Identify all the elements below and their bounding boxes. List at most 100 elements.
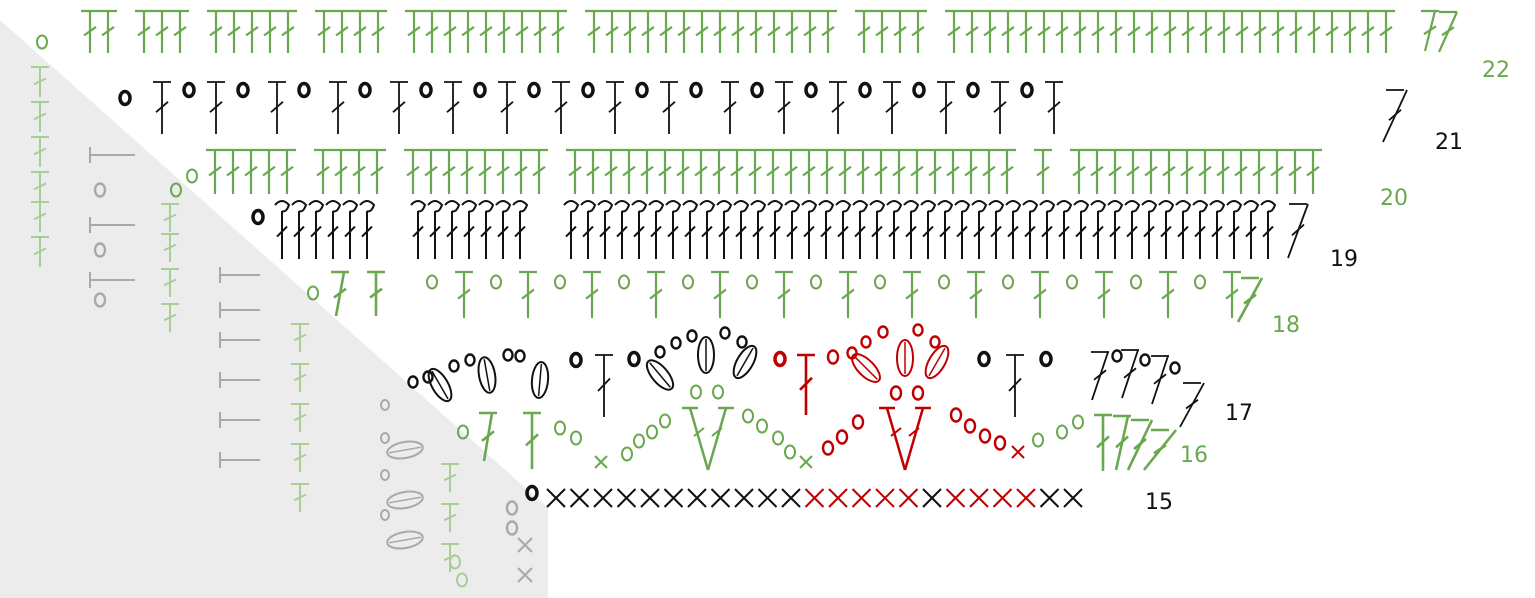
double-crochet-symbol: [1377, 11, 1395, 53]
double-crochet-symbol: [390, 82, 408, 134]
chain-symbol: [466, 355, 475, 366]
double-crochet-symbol: [903, 272, 921, 318]
double-crochet-symbol: [1034, 150, 1052, 194]
front-post-double-crochet-symbol: [1159, 201, 1173, 259]
double-crochet-symbol: [583, 272, 601, 318]
double-crochet-symbol: [1232, 150, 1250, 194]
front-post-double-crochet-symbol: [1074, 201, 1088, 259]
row-number-17: 17: [1225, 401, 1253, 426]
chain-symbol: [409, 377, 418, 388]
front-post-double-crochet-symbol: [666, 201, 680, 259]
chain-symbol: [1131, 276, 1141, 289]
row-20: [171, 150, 1322, 197]
single-crochet-symbol: [1017, 489, 1035, 507]
double-crochet-symbol: [1144, 430, 1176, 470]
chain-symbol: [583, 84, 593, 97]
front-post-double-crochet-symbol: [1244, 201, 1258, 259]
double-crochet-symbol: [855, 11, 873, 53]
double-crochet-symbol: [459, 11, 477, 53]
chain-symbol: [965, 420, 975, 433]
chain-symbol: [360, 84, 370, 97]
double-crochet-symbol: [329, 82, 347, 134]
puff-stitch-symbol: [848, 350, 885, 387]
double-crochet-symbol: [1161, 11, 1179, 53]
single-crochet-symbol: [665, 489, 683, 507]
double-crochet-symbol: [937, 82, 955, 134]
chain-symbol: [713, 386, 723, 399]
chain-symbol: [1022, 84, 1032, 97]
front-post-double-crochet-symbol: [921, 201, 935, 259]
single-crochet-symbol: [759, 489, 777, 507]
chain-symbol: [721, 328, 730, 339]
double-crochet-symbol: [980, 150, 998, 194]
double-crochet-symbol: [495, 11, 513, 53]
double-crochet-symbol: [1107, 11, 1125, 53]
chain-symbol: [555, 422, 565, 435]
double-crochet-symbol: [783, 11, 801, 53]
double-crochet-symbol: [1180, 383, 1204, 427]
chain-symbol: [773, 432, 783, 445]
single-crochet-symbol: [1012, 446, 1024, 458]
double-crochet-symbol: [207, 82, 225, 134]
double-crochet-symbol: [513, 11, 531, 53]
row-number-19: 19: [1330, 247, 1358, 272]
double-crochet-symbol: [476, 150, 494, 194]
double-crochet-symbol: [656, 150, 674, 194]
double-crochet-symbol: [819, 11, 837, 53]
chain-symbol: [37, 36, 47, 49]
single-crochet-symbol: [806, 489, 824, 507]
front-post-double-crochet-symbol: [1057, 201, 1071, 259]
double-crochet-symbol: [441, 11, 459, 53]
row-17: [409, 325, 1205, 428]
front-post-double-crochet-symbol: [768, 201, 782, 259]
double-crochet-symbol: [1251, 11, 1269, 53]
chain-symbol: [951, 409, 961, 422]
double-crochet-symbol: [243, 11, 261, 53]
front-post-double-crochet-symbol: [785, 201, 799, 259]
chain-symbol: [914, 84, 924, 97]
row-number-21: 21: [1435, 130, 1463, 155]
double-crochet-symbol: [1304, 150, 1322, 194]
double-crochet-symbol: [595, 355, 613, 417]
front-post-double-crochet-symbol: [1091, 201, 1105, 259]
double-crochet-symbol: [584, 150, 602, 194]
double-crochet-symbol: [693, 11, 711, 53]
chain-symbol: [1041, 353, 1051, 366]
chain-symbol: [1003, 276, 1013, 289]
double-crochet-symbol: [1091, 352, 1109, 400]
double-crochet-symbol: [692, 150, 710, 194]
chain-symbol: [743, 410, 753, 423]
chain-symbol: [757, 420, 767, 433]
single-crochet-symbol: [923, 489, 941, 507]
double-crochet-symbol: [1223, 272, 1241, 318]
chain-symbol: [1195, 276, 1205, 289]
chain-symbol: [475, 84, 485, 97]
double-crochet-symbol: [981, 11, 999, 53]
front-post-double-crochet-symbol: [564, 201, 578, 259]
double-crochet-symbol: [1143, 11, 1161, 53]
double-crochet-symbol: [332, 150, 350, 194]
double-crochet-symbol: [207, 11, 225, 53]
double-crochet-symbol: [818, 150, 836, 194]
chain-symbol: [253, 211, 263, 224]
double-crochet-symbol: [602, 150, 620, 194]
single-crochet-symbol: [547, 489, 565, 507]
front-post-double-crochet-symbol: [1142, 201, 1156, 259]
chain-symbol: [747, 276, 757, 289]
single-crochet-symbol: [900, 489, 918, 507]
row-number-15: 15: [1145, 490, 1173, 515]
double-crochet-symbol: [369, 11, 387, 53]
double-crochet-symbol: [135, 11, 153, 53]
double-crochet-symbol: [603, 11, 621, 53]
front-post-double-crochet-symbol: [836, 201, 850, 259]
double-crochet-symbol: [333, 11, 351, 53]
double-crochet-symbol: [1035, 11, 1053, 53]
double-crochet-symbol: [962, 150, 980, 194]
double-crochet-symbol: [314, 150, 332, 194]
front-post-double-crochet-symbol: [870, 201, 884, 259]
double-crochet-symbol: [639, 11, 657, 53]
front-post-double-crochet-symbol: [717, 201, 731, 259]
double-crochet-symbol: [1045, 82, 1063, 134]
front-post-double-crochet-symbol: [513, 201, 527, 259]
chain-symbol: [931, 337, 940, 348]
